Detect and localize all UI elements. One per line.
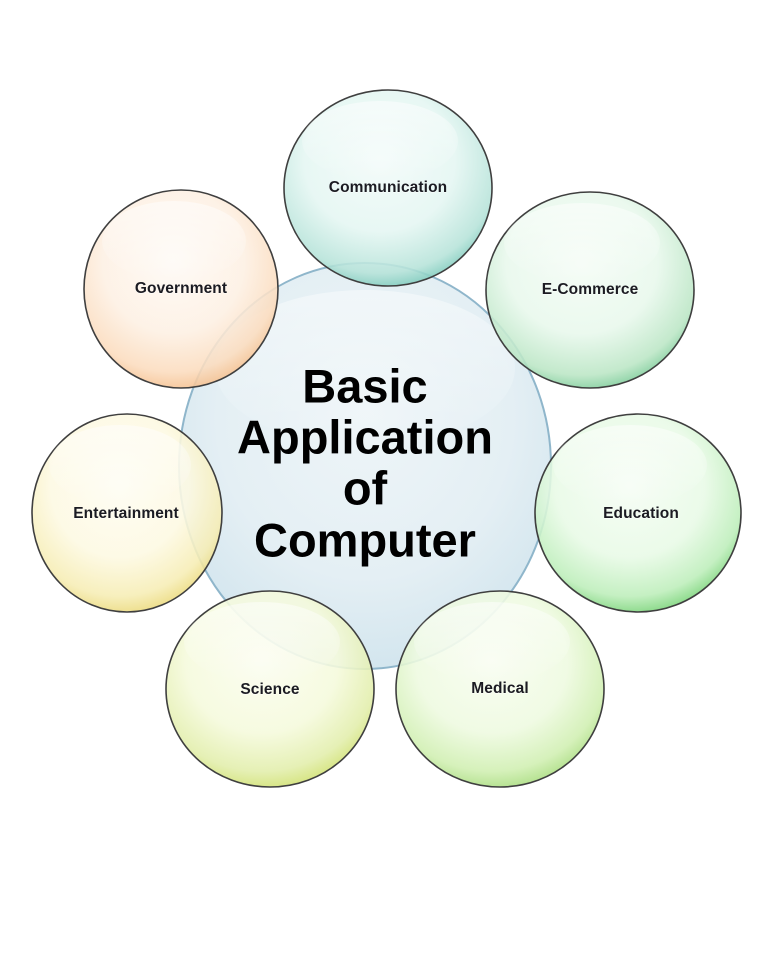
government-bubble-highlight xyxy=(102,201,246,281)
petal-medical[interactable] xyxy=(395,590,605,788)
petal-communication[interactable] xyxy=(283,89,493,287)
petal-e-commerce[interactable] xyxy=(485,191,695,389)
communication-bubble-highlight xyxy=(302,101,458,181)
e-commerce-bubble-highlight xyxy=(504,203,660,283)
center-bubble[interactable] xyxy=(178,262,552,670)
medical-bubble-highlight xyxy=(414,602,570,682)
science-bubble-highlight xyxy=(184,602,340,682)
entertainment-bubble-highlight xyxy=(49,425,191,505)
education-bubble-highlight xyxy=(553,425,707,505)
petal-education[interactable] xyxy=(534,413,742,613)
petal-entertainment[interactable] xyxy=(31,413,223,613)
center-bubble-highlight xyxy=(215,290,515,446)
petal-government[interactable] xyxy=(83,189,279,389)
petal-science[interactable] xyxy=(165,590,375,788)
